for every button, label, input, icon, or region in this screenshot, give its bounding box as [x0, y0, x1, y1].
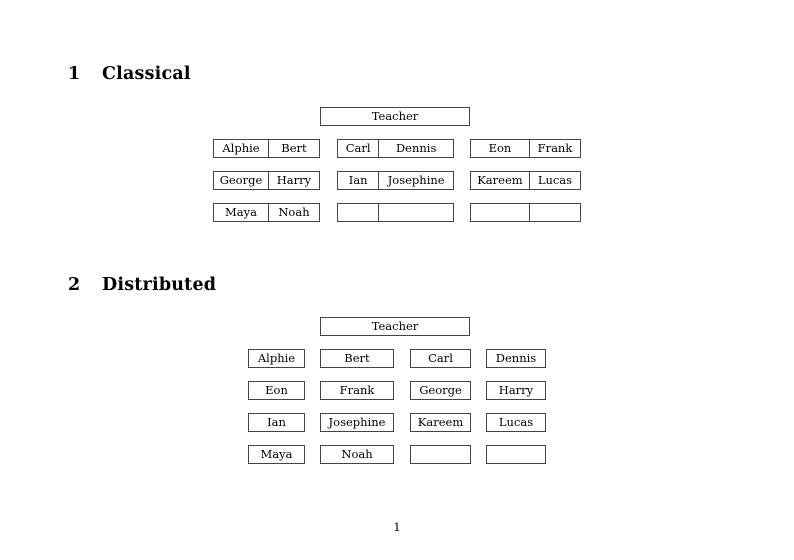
section-heading-classical: 1 Classical [68, 64, 191, 84]
name-box: Dennis [486, 349, 546, 368]
classical-group-row [337, 203, 454, 222]
name-cell: Eon [488, 141, 512, 155]
name-cell: Harry [267, 172, 319, 189]
name-cell [338, 204, 378, 221]
name-box: Alphie [248, 349, 305, 368]
name-cell: Lucas [528, 172, 580, 189]
name-cell: Bert [267, 140, 319, 157]
name-box [486, 445, 546, 464]
name-box: Ian [248, 413, 305, 432]
classical-group-row: Alphie Bert [213, 139, 320, 158]
name-cell: Kareem [477, 173, 523, 187]
section-number: 1 [68, 64, 81, 84]
section-title: Classical [102, 64, 191, 84]
name-cell: Frank [528, 140, 580, 157]
name-box: Carl [410, 349, 471, 368]
name-cell [378, 204, 453, 221]
name-box: George [410, 381, 471, 400]
name-box: Bert [320, 349, 394, 368]
section-heading-distributed: 2 Distributed [68, 275, 216, 295]
classical-group-row: Maya Noah [213, 203, 320, 222]
name-cell: Maya [224, 205, 257, 219]
section-number: 2 [68, 275, 81, 295]
name-cell: Noah [267, 204, 319, 221]
name-cell [528, 204, 580, 221]
name-box: Lucas [486, 413, 546, 432]
teacher-box-classical: Teacher [320, 107, 470, 126]
name-cell: Carl [345, 141, 371, 155]
teacher-box-distributed: Teacher [320, 317, 470, 336]
classical-group-row: Ian Josephine [337, 171, 454, 190]
section-title: Distributed [102, 275, 217, 295]
classical-group-row [470, 203, 581, 222]
name-box: Noah [320, 445, 394, 464]
name-box: Harry [486, 381, 546, 400]
name-box: Frank [320, 381, 394, 400]
name-cell: Alphie [222, 141, 260, 155]
name-cell: Ian [348, 173, 368, 187]
classical-group-row: Kareem Lucas [470, 171, 581, 190]
classical-group-row: Carl Dennis [337, 139, 454, 158]
name-cell: Josephine [378, 172, 453, 189]
name-box: Kareem [410, 413, 471, 432]
classical-group-row: Eon Frank [470, 139, 581, 158]
classical-group-row: George Harry [213, 171, 320, 190]
name-box: Maya [248, 445, 305, 464]
name-box: Josephine [320, 413, 394, 432]
name-box [410, 445, 471, 464]
page-number: 1 [393, 520, 401, 534]
name-cell [471, 204, 529, 221]
name-cell: George [219, 173, 263, 187]
name-cell: Dennis [378, 140, 453, 157]
name-box: Eon [248, 381, 305, 400]
